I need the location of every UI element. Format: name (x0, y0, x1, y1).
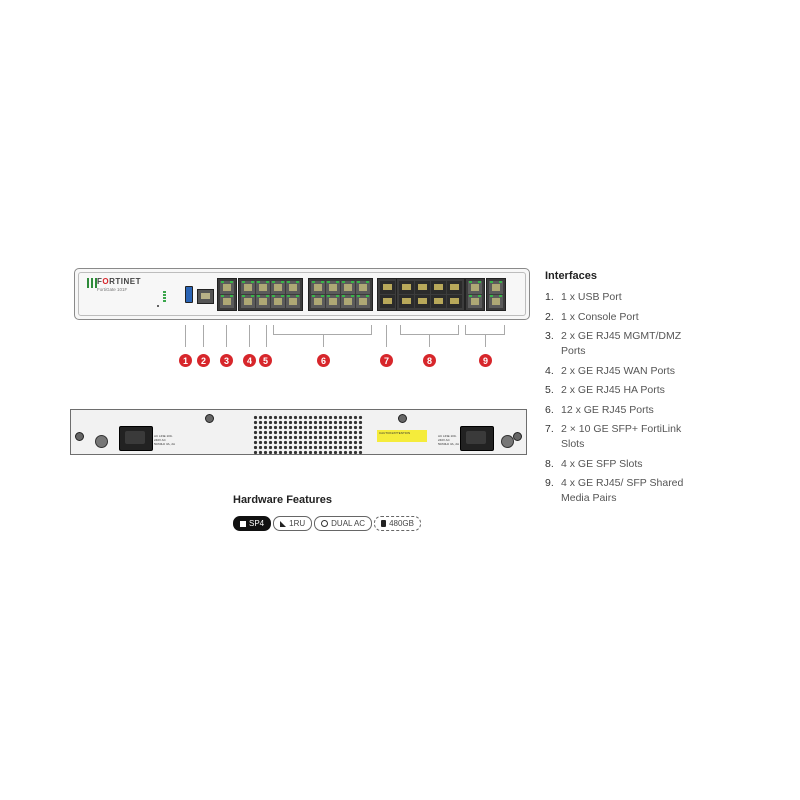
callout-line-1 (185, 325, 186, 347)
list-item: 9.4 x GE RJ45/ SFP Shared Media Pairs (545, 477, 684, 504)
callout-badge-5: 5 (259, 354, 272, 367)
callout-bracket-9 (465, 325, 505, 335)
list-item: 8.4 x GE SFP Slots (545, 457, 643, 470)
vent-grille (253, 415, 363, 455)
reset-pinhole (157, 305, 159, 307)
ge-sfp-slots (396, 278, 465, 311)
power-spec-label-2: AC LINE 100-240V AC 50/60Hz 3A, 2A (438, 434, 460, 446)
screw-icon (398, 414, 407, 423)
hardware-features-heading: Hardware Features (233, 494, 333, 506)
callout-badge-1: 1 (179, 354, 192, 367)
rack-icon (280, 520, 287, 527)
screw-icon (513, 432, 522, 441)
callout-line-9 (485, 335, 486, 347)
callout-line-2 (203, 325, 204, 347)
screw-icon (205, 414, 214, 423)
power-inlet-1 (119, 426, 153, 451)
callout-badge-8: 8 (423, 354, 436, 367)
caution-label: CAUTION/ATTENTION (377, 430, 427, 442)
hardware-feature-chips: SP4 1RU DUAL AC 480GB (233, 516, 421, 531)
list-item: 4.2 x GE RJ45 WAN Ports (545, 364, 675, 377)
power-inlet-2 (460, 426, 494, 451)
shared-media-pair-b (486, 278, 506, 311)
model-name: FortiGate 101F (97, 287, 128, 292)
callout-line-7 (386, 325, 387, 347)
mgmt-dmz-ports (217, 278, 237, 311)
front-panel-image: FORTINET FortiGate 101F (74, 268, 530, 320)
callout-line-3 (226, 325, 227, 347)
list-item: 7.2 × 10 GE SFP+ FortiLink Slots (545, 423, 682, 450)
callout-badge-3: 3 (220, 354, 233, 367)
callout-badge-4: 4 (243, 354, 256, 367)
chip-1ru: 1RU (273, 516, 313, 531)
callout-line-4 (249, 325, 250, 347)
callout-bracket-6 (273, 325, 372, 335)
ground-terminal-icon (501, 435, 514, 448)
sfp-plus-fortilink-slots (377, 278, 398, 311)
console-port (197, 289, 214, 304)
callout-badge-9: 9 (479, 354, 492, 367)
chip-sp4: SP4 (233, 516, 272, 531)
status-leds (163, 291, 166, 302)
list-item: 5.2 x GE RJ45 HA Ports (545, 384, 665, 396)
brand-logo: FORTINET (97, 277, 142, 286)
interfaces-list: 1.1 x USB Port 2.1 x Console Port 3.2 x … (545, 290, 745, 511)
callout-badge-7: 7 (380, 354, 393, 367)
rear-panel-image: AC LINE 100-240V AC 50/60Hz 3A, 2A CAUTI… (70, 409, 527, 455)
callout-badge-6: 6 (317, 354, 330, 367)
list-item: 3.2 x GE RJ45 MGMT/DMZ Ports (545, 330, 682, 357)
callout-line-8 (429, 335, 430, 347)
circle-icon (321, 520, 329, 527)
chip-480gb: 480GB (374, 516, 421, 531)
list-item: 6.12 x GE RJ45 Ports (545, 403, 654, 416)
usb-port (185, 286, 193, 303)
callout-bracket-8 (400, 325, 459, 335)
ground-terminal-icon (95, 435, 108, 448)
front-panel-bezel (78, 272, 526, 316)
callout-line-5 (266, 325, 267, 347)
disk-icon (381, 520, 387, 527)
interfaces-heading: Interfaces (545, 270, 597, 282)
wan-ha-ports (238, 278, 303, 311)
fortinet-logo-icon (87, 278, 97, 288)
square-icon (240, 520, 246, 527)
chip-dual-ac: DUAL AC (314, 516, 373, 531)
callout-badge-2: 2 (197, 354, 210, 367)
power-spec-label-1: AC LINE 100-240V AC 50/60Hz 3A, 2A (154, 434, 176, 446)
shared-media-pair-a (465, 278, 485, 311)
list-item: 2.1 x Console Port (545, 310, 639, 323)
callout-line-6 (323, 335, 324, 347)
ge-rj45-ports (308, 278, 373, 311)
screw-icon (75, 432, 84, 441)
list-item: 1.1 x USB Port (545, 291, 622, 303)
